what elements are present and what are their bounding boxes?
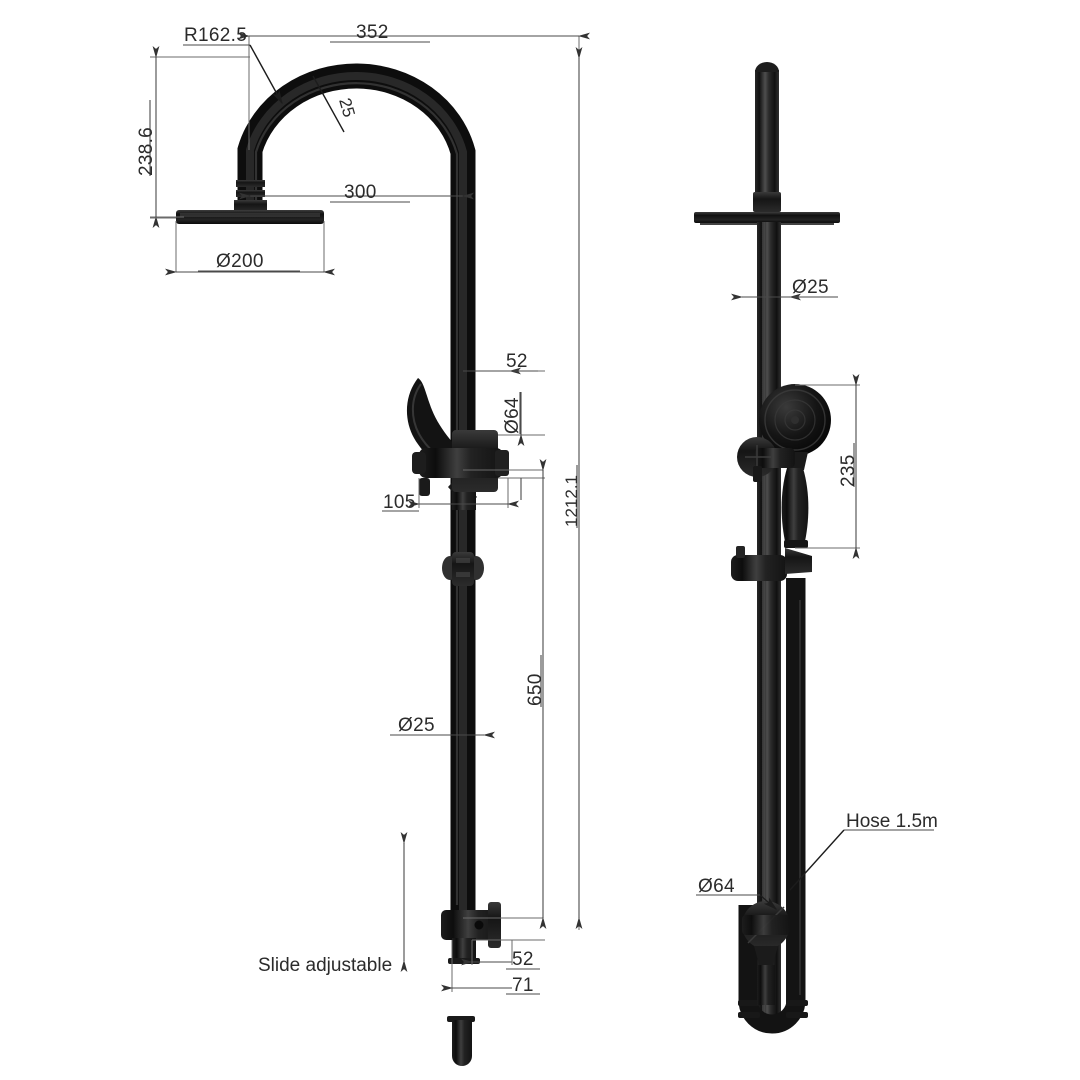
slider-arm [785,548,812,574]
mixer-lever [419,478,430,496]
handshower-handle-side [781,468,809,546]
side-view-product [694,62,840,1034]
handshower-side [759,384,831,548]
note-hose: Hose 1.5m [846,811,938,832]
front-view-dimensions: 352 R162.5 25 238.6 300 Ø200 [136,22,590,996]
mixer-handle-left [412,452,426,474]
rail-slider-collar [442,552,484,586]
mixer-cross-body [419,448,503,478]
dim-head-offset: 300 [344,182,377,203]
dim-handshower-length: 235 [838,454,859,487]
dim-valve-width: 105 [383,492,416,513]
front-view-product [176,63,509,1066]
side-view-dimensions: Ø25 235 Hose 1.5m Ø64 [696,277,938,910]
dim-base-offset-b: 71 [512,975,534,996]
gooseneck-highlight [246,72,467,915]
dim-elbow-diameter: Ø64 [698,876,735,897]
dim-base-offset-a: 52 [512,949,534,970]
side-riser-rail [757,222,781,1022]
dim-overall-height: 1212.1 [562,475,581,527]
dim-tube-diameter-arc: 25 [335,96,358,119]
dim-overall-reach: 352 [356,22,389,43]
shower-head-plate [176,210,324,224]
gooseneck-sheen [254,82,459,905]
side-lower-elbow [742,901,790,1005]
dim-rail-diameter: Ø25 [398,715,435,736]
side-wall-elbow [737,437,795,482]
bottom-mixer-body [441,902,501,964]
dim-radius-arc: R162.5 [184,25,247,46]
dim-riser-diameter: Ø25 [792,277,829,298]
dim-valve-body-diameter: Ø64 [502,397,523,434]
shower-hose [738,578,806,1034]
mixer-outlet-right [495,450,509,476]
side-arm-collar [753,192,781,212]
side-shower-head-plate [694,212,840,223]
dim-head-diameter: Ø200 [216,251,264,272]
bottom-wall-flange [488,902,501,948]
outlet-spout [447,1016,475,1066]
dim-arm-height: 238.6 [136,127,157,176]
dim-rail-length: 650 [525,673,546,706]
note-slide-adjustable: Slide adjustable [258,955,392,976]
dim-valve-offset-top: 52 [506,351,528,372]
